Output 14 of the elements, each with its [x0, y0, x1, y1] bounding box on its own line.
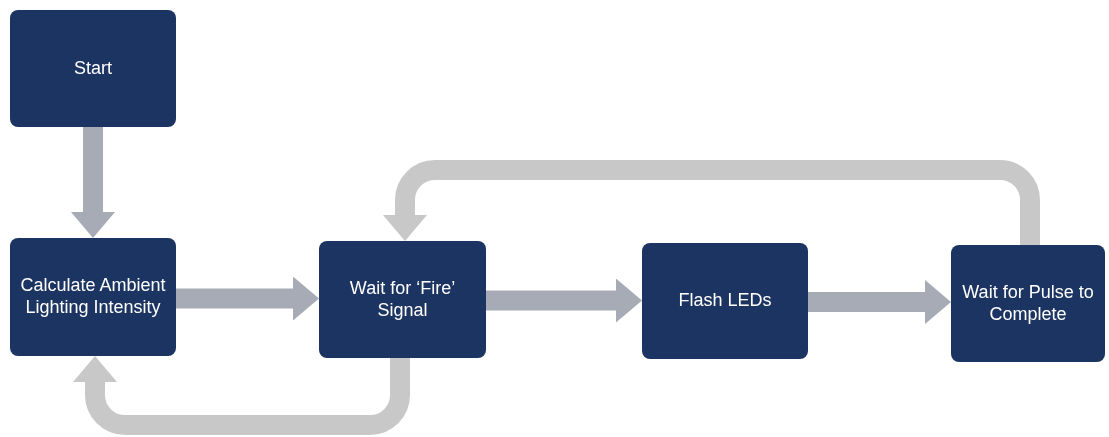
process-box [951, 245, 1105, 362]
block-arrow [71, 127, 115, 238]
process-box [10, 10, 176, 127]
process-box [10, 238, 176, 356]
process-box [319, 241, 486, 358]
process-box [642, 243, 808, 359]
step-label: Wait for Pulse to Complete [961, 281, 1095, 326]
step-label: Wait for ‘Fire’ Signal [348, 277, 457, 322]
step-label: Start [74, 57, 112, 80]
block-arrow [486, 278, 642, 323]
step-label: Flash LEDs [678, 290, 772, 312]
step-label: Calculate Ambient Lighting Intensity [20, 275, 166, 319]
block-arrow [176, 276, 319, 321]
block-arrow [808, 280, 951, 324]
